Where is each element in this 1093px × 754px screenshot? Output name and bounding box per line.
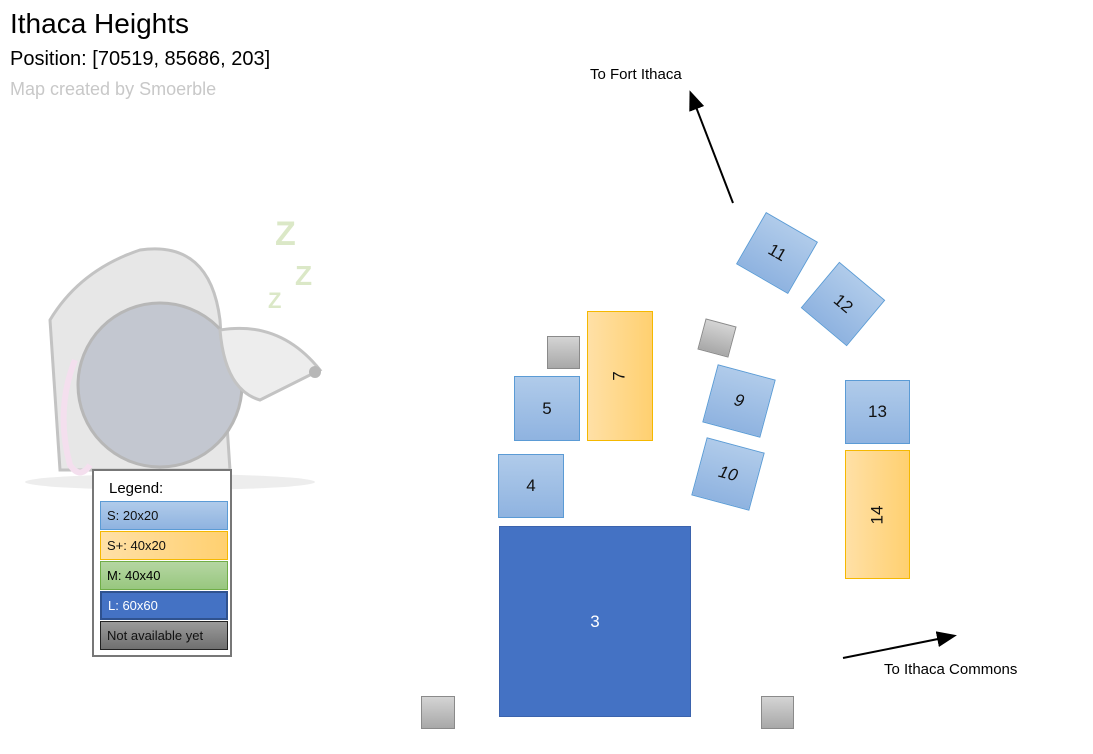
map-credit: Map created by Smoerble: [10, 79, 217, 99]
plot-3[interactable]: 3: [499, 526, 691, 717]
plot-5[interactable]: 5: [514, 376, 580, 441]
map-title: Ithaca Heights: [10, 8, 189, 39]
plot-label: 5: [542, 398, 552, 418]
svg-text:Z: Z: [275, 215, 296, 253]
arrow-north: [689, 90, 734, 204]
direction-label-ithaca-commons: To Ithaca Commons: [884, 661, 1018, 678]
plot-4[interactable]: 4: [498, 454, 564, 518]
svg-text:Z: Z: [268, 288, 281, 313]
plot-label: 4: [526, 476, 536, 495]
plot-7[interactable]: 7: [587, 311, 653, 441]
legend-item-large: L: 60x60: [100, 591, 228, 620]
legend-item-small: S: 20x20: [100, 501, 228, 530]
legend: Legend: S: 20x20 S+: 40x20 M: 40x40 L: 6…: [92, 469, 232, 657]
plot-label: 3: [590, 611, 600, 631]
plot-unavailable: [547, 336, 580, 369]
plot-13[interactable]: 13: [845, 380, 910, 444]
legend-title: Legend:: [109, 480, 164, 497]
sleeping-rat-illustration: Z Z Z: [25, 215, 323, 490]
plot-label: 13: [868, 402, 887, 421]
arrow-east: [842, 631, 957, 659]
legend-item-small-plus: S+: 40x20: [100, 531, 228, 560]
legend-item-not-available: Not available yet: [100, 621, 228, 650]
legend-item-medium: M: 40x40: [100, 561, 228, 590]
plot-unavailable: [421, 696, 455, 729]
plot-14[interactable]: 14: [845, 450, 910, 579]
svg-text:Z: Z: [295, 260, 312, 291]
direction-label-fort-ithaca: To Fort Ithaca: [590, 66, 682, 83]
position-readout: Position: [70519, 85686, 203]: [10, 48, 271, 70]
plot-unavailable: [761, 696, 794, 729]
